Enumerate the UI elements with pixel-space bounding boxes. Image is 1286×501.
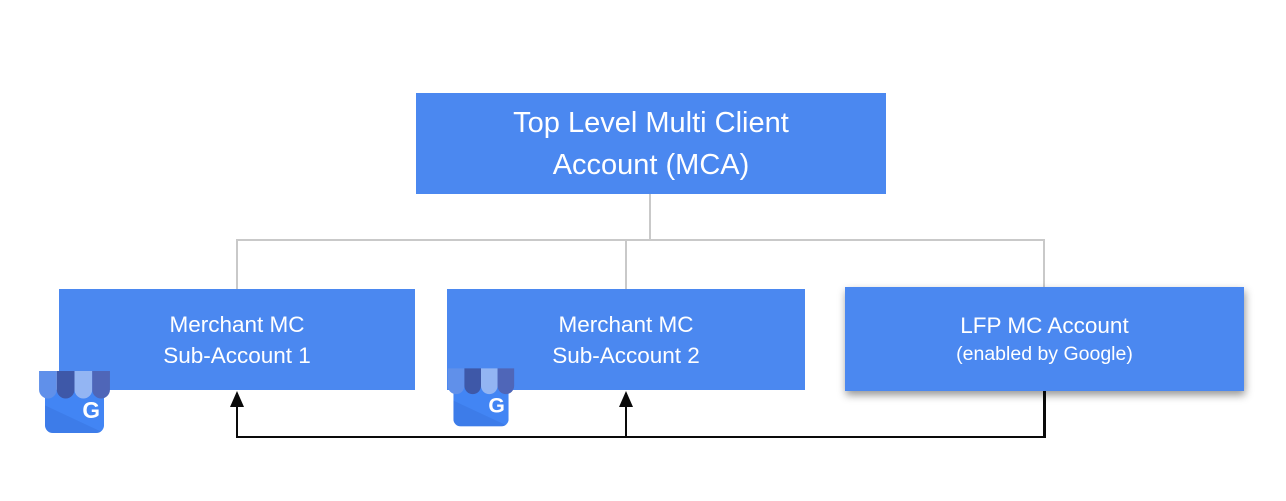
node-merchant-sub-account-2: Merchant MC Sub-Account 2	[447, 289, 805, 390]
connector-drop-sub2	[625, 239, 627, 289]
node-label-line2: Sub-Account 1	[163, 342, 311, 368]
node-merchant-sub-account-1: Merchant MC Sub-Account 1	[59, 289, 415, 390]
node-top-level-mca: Top Level Multi Client Account (MCA)	[416, 93, 886, 194]
node-label-line1: LFP MC Account	[960, 313, 1129, 338]
connector-root-stem	[649, 194, 651, 241]
node-label-line2: (enabled by Google)	[956, 343, 1133, 365]
node-label-line1: Merchant MC	[558, 311, 694, 337]
node-label-line1: Top Level Multi Client	[513, 106, 789, 139]
arrowhead-to-sub1-icon	[230, 391, 244, 407]
node-lfp-mc-account: LFP MC Account (enabled by Google)	[845, 287, 1244, 391]
business-profile-icon: G	[39, 370, 110, 433]
node-label-line2: Account (MCA)	[552, 148, 750, 181]
business-profile-icon: G	[447, 368, 515, 427]
node-label-line1: Merchant MC	[169, 311, 305, 337]
connector-crossbar	[236, 239, 1045, 241]
feedback-line-lfp-stem	[1043, 391, 1046, 437]
feedback-line-up-sub2	[624, 393, 627, 437]
icon-g-letter: G	[488, 395, 504, 418]
icon-g-letter: G	[82, 397, 100, 423]
connector-drop-lfp	[1043, 239, 1045, 287]
connector-drop-sub1	[236, 239, 238, 289]
feedback-line-up-sub1	[235, 393, 238, 437]
feedback-line-crossbar	[236, 435, 1046, 438]
node-label-line2: Sub-Account 2	[552, 342, 700, 368]
arrowhead-to-sub2-icon	[619, 391, 633, 407]
